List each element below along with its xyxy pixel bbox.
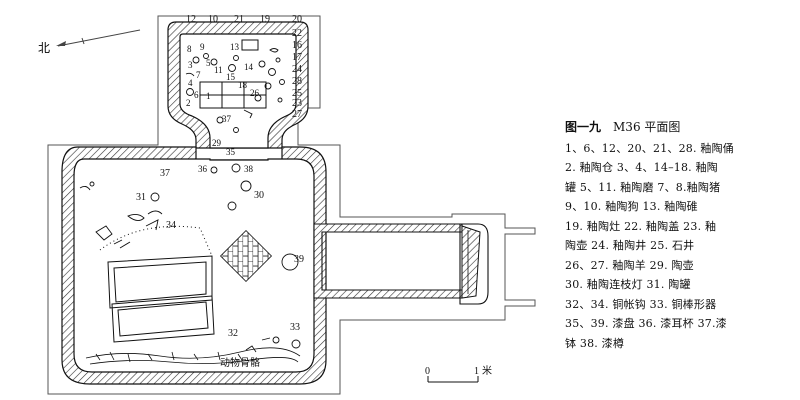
artifact-label: 12 <box>186 14 196 25</box>
artifact-label: 21 <box>234 14 244 25</box>
legend: 图一九 M36 平面图 1、6、12、20、21、28. 釉陶俑 2. 釉陶仓 3… <box>565 118 790 353</box>
legend-line: 2. 釉陶仓 3、4、14–18. 釉陶 <box>565 161 718 174</box>
artifact-label: 14 <box>244 62 254 72</box>
front-chamber <box>61 146 327 385</box>
artifact-label: 32 <box>228 328 238 339</box>
coffin-platforms <box>99 225 215 343</box>
artifact-label: 28 <box>292 76 302 87</box>
artifact-label: 3 <box>188 60 193 70</box>
scale-one: 1 <box>474 366 479 377</box>
artifact-label: 39 <box>294 254 304 265</box>
rear-chamber-labels: 12 10 21 19 20 22 16 17 24 28 25 23 27 8… <box>186 14 302 120</box>
figure-number: 图一九 <box>565 120 602 134</box>
figure-caption: 图一九 M36 平面图 <box>565 118 790 138</box>
artifact-label: 10 <box>208 14 218 25</box>
artifact-label: 7 <box>196 70 201 80</box>
scale-bar: 0 1 米 <box>425 364 492 383</box>
artifact-label: 22 <box>292 28 302 39</box>
artifact-label: 23 <box>292 98 302 109</box>
artifact-label: 8 <box>187 44 192 54</box>
legend-line: 9、10. 釉陶狗 13. 釉陶碓 <box>565 200 698 213</box>
artifact-label: 31 <box>136 192 146 203</box>
corridor <box>313 223 489 305</box>
figure-title: M36 平面图 <box>613 120 681 134</box>
artifact-label: 16 <box>292 40 302 51</box>
artifact-label: 5 <box>206 58 211 68</box>
legend-line: 26、27. 釉陶羊 29. 陶壶 <box>565 258 694 272</box>
artifact-label: 1 <box>206 91 211 101</box>
artifact-label: 35 <box>226 147 236 157</box>
animal-bones <box>85 347 301 365</box>
legend-line: 1、6、12、20、21、28. 釉陶俑 <box>565 141 734 155</box>
artifact-label: 6 <box>194 90 199 100</box>
north-arrow: 北 <box>38 29 141 55</box>
artifact-label: 15 <box>226 72 236 82</box>
artifact-label: 29 <box>212 138 222 148</box>
artifact-label: 33 <box>290 322 300 333</box>
artifact-label: 11 <box>214 65 223 75</box>
rear-wooden-frame <box>199 39 267 109</box>
artifact-label: 2 <box>186 98 191 108</box>
legend-line: 32、34. 铜帐钩 33. 铜棒形器 <box>565 297 717 311</box>
rear-chamber <box>167 21 309 149</box>
artifact-label: 37 <box>222 114 232 124</box>
scale-zero: 0 <box>425 366 430 377</box>
artifact-label: 9 <box>200 42 205 52</box>
north-label: 北 <box>38 41 50 55</box>
artifact-label: 38 <box>244 164 254 174</box>
rear-artifacts <box>185 48 285 133</box>
artifact-label: 24 <box>292 64 302 75</box>
artifact-label: 17 <box>292 52 302 63</box>
legend-line: 陶壶 24. 釉陶井 25. 石井 <box>565 239 695 252</box>
legend-line: 19. 釉陶灶 22. 釉陶盖 23. 釉 <box>565 219 717 233</box>
artifact-label: 34 <box>166 220 176 231</box>
legend-line: 钵 38. 漆樽 <box>565 336 625 350</box>
artifact-label: 18 <box>238 80 248 90</box>
front-chamber-labels: 37 29 35 36 38 31 37 30 34 39 32 33 动物骨骼 <box>136 114 304 369</box>
artifact-label: 36 <box>198 164 208 174</box>
artifact-label: 20 <box>292 14 302 25</box>
scale-unit: 米 <box>482 364 492 377</box>
artifact-label: 26 <box>250 88 260 98</box>
legend-line: 罐 5、11. 釉陶磨 7、8.釉陶猪 <box>565 180 721 194</box>
artifact-label: 19 <box>260 14 270 25</box>
artifact-label: 25 <box>292 88 302 99</box>
artifact-label: 37 <box>160 168 170 179</box>
brick-paving <box>219 229 273 283</box>
artifact-label: 4 <box>188 78 193 88</box>
legend-line: 35、39. 漆盘 36. 漆耳杯 37.漆 <box>565 317 727 330</box>
artifact-label: 27 <box>292 109 302 120</box>
front-artifacts <box>79 163 301 353</box>
artifact-label: 30 <box>254 190 264 201</box>
legend-line: 30. 釉陶连枝灯 31. 陶罐 <box>565 278 691 291</box>
pit-outline <box>47 15 536 395</box>
bones-label: 动物骨骼 <box>220 356 260 369</box>
artifact-label: 13 <box>230 42 240 52</box>
